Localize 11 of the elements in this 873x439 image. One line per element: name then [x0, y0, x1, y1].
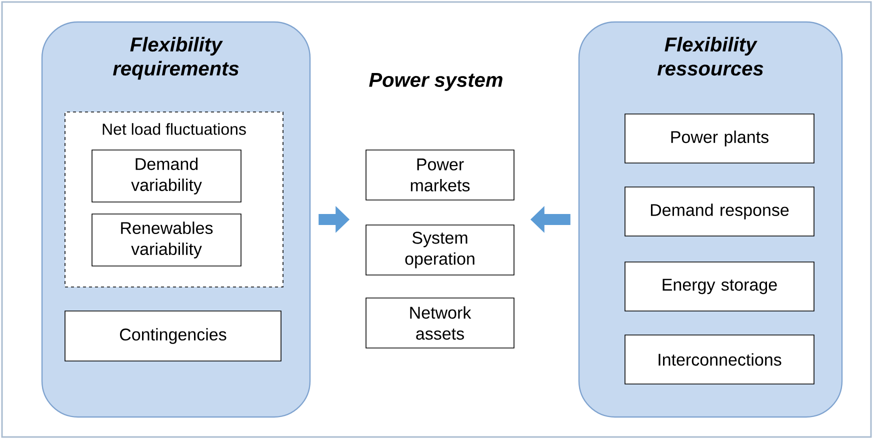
- process-box: Energy storage: [624, 262, 814, 312]
- process-box: Network assets: [366, 298, 514, 348]
- process-box: Demand response: [624, 186, 814, 236]
- process-box: Contingencies: [64, 310, 282, 362]
- process-box: Renewables variability: [92, 214, 242, 266]
- process-box: Interconnections: [624, 334, 814, 384]
- process-box: System operation: [366, 224, 514, 276]
- process-box: Demand variability: [92, 150, 242, 202]
- process-box: Power plants: [624, 114, 814, 164]
- process-box: Power markets: [366, 150, 514, 200]
- heading: Power system: [369, 73, 502, 91]
